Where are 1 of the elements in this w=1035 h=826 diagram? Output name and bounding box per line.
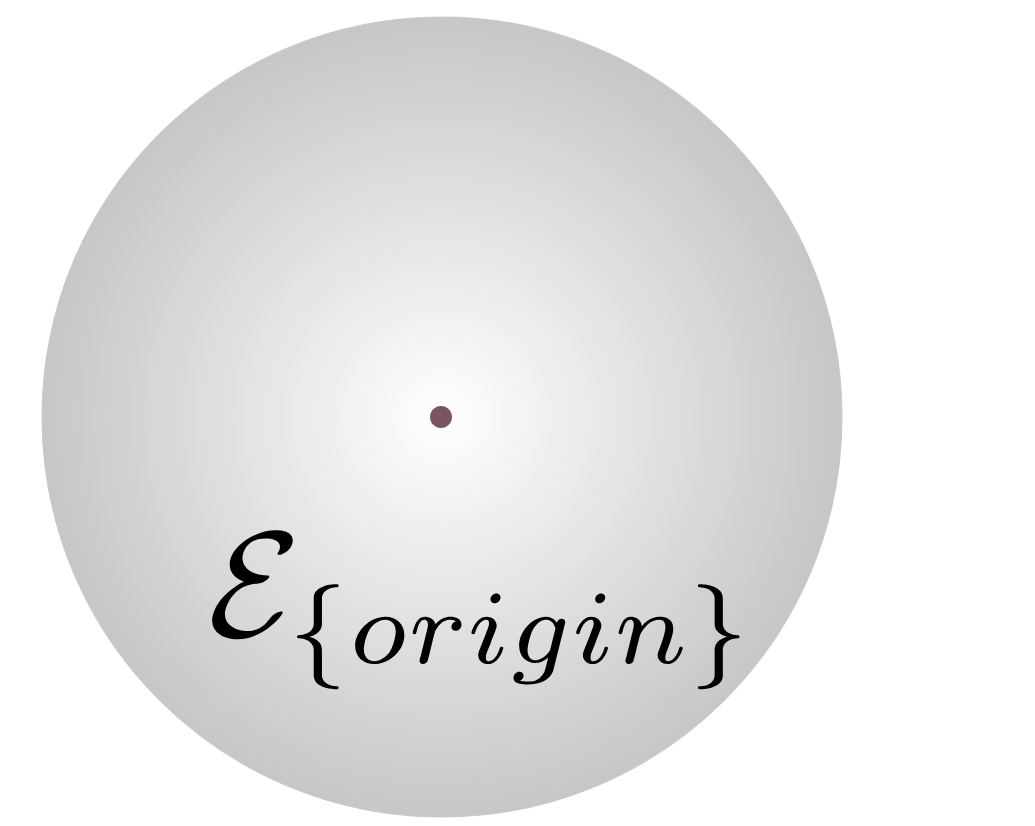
- formula-label: $\mathcal{E}_{\{origin\}}$: [212, 530, 740, 690]
